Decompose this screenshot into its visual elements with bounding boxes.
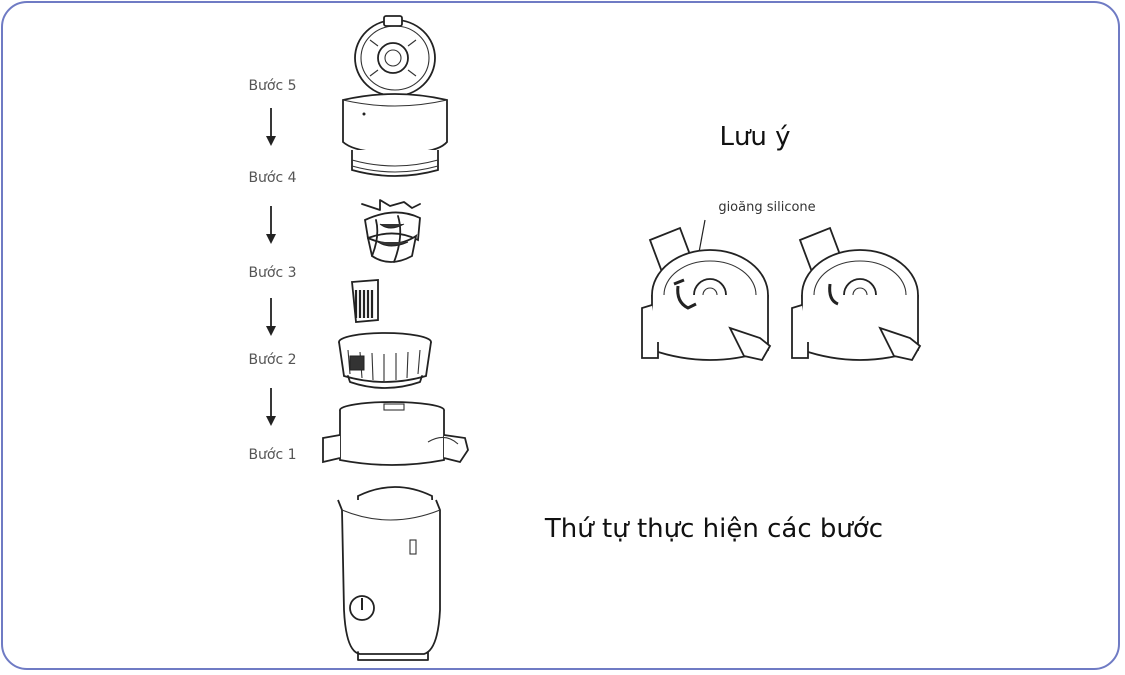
- step-label-4: Bước 4: [248, 170, 297, 186]
- order-title: Thứ tự thực hiện các bước: [544, 514, 884, 544]
- juicer-chamber-icon: [342, 93, 448, 177]
- juice-bowl-icon: [322, 401, 469, 466]
- screw-auger-icon: [361, 199, 421, 263]
- juicer-lid-icon: [354, 15, 436, 107]
- gasket-label: gioăng silicone: [718, 200, 816, 215]
- arrow-down-icon: [266, 388, 276, 426]
- step-label-3: Bước 3: [248, 265, 297, 281]
- step-label-5: Bước 5: [248, 78, 297, 94]
- arrow-down-icon: [266, 206, 276, 244]
- step-label-2: Bước 2: [248, 352, 297, 368]
- juicer-exploded-view: [322, 15, 469, 661]
- brush-icon: [351, 279, 379, 323]
- arrow-down-icon: [266, 298, 276, 336]
- note-title: Lưu ý: [719, 122, 791, 152]
- motor-base-icon: [337, 486, 441, 661]
- bowl-gasket-detail-icon: [641, 219, 922, 362]
- strainer-icon: [338, 332, 432, 389]
- arrow-down-icon: [266, 108, 276, 146]
- step-label-1: Bước 1: [248, 447, 297, 463]
